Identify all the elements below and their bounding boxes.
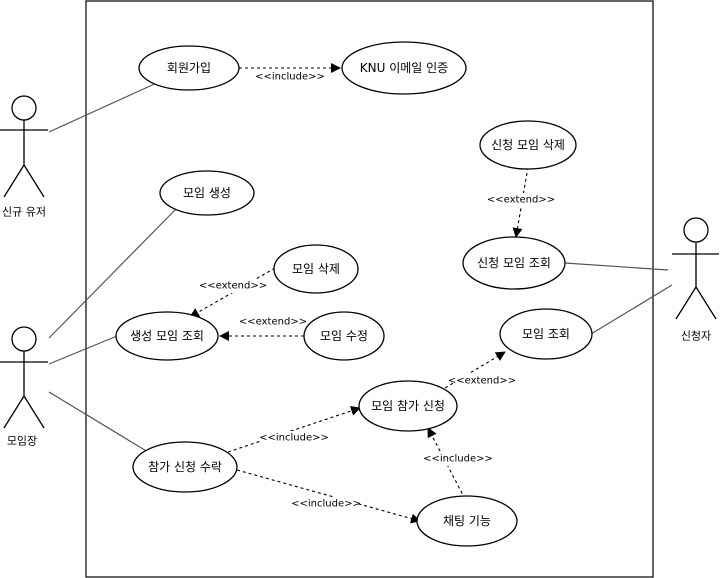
use-case-label-knu-email-auth: KNU 이메일 인증 (360, 61, 448, 75)
use-case-label-view-meetings: 모임 조회 (522, 327, 570, 341)
association-new-user-signup (48, 80, 162, 133)
association-applicant-view-meetings (590, 284, 673, 335)
include-label-chat-apply: <<include>> (423, 454, 493, 465)
actor-organizer: 모임장 (0, 326, 48, 448)
use-case-label-view-created-meetings: 생성 모임 조회 (130, 329, 204, 343)
use-case-label-view-applied-meetings: 신청 모임 조회 (477, 256, 551, 270)
use-case-edit-meeting: 모임 수정 (303, 311, 385, 361)
include-accept-chat (236, 469, 421, 524)
association-organizer-create-meeting (48, 207, 178, 339)
extend-label-edit-meeting: <<extend>> (239, 317, 307, 328)
use-case-label-delete-applied-meeting: 신청 모임 삭제 (491, 138, 565, 152)
extend-label-apply-view: <<extend>> (448, 376, 516, 387)
use-case-apply-meeting: 모임 참가 신청 (358, 380, 458, 432)
actor-head (683, 217, 709, 243)
associations (48, 80, 673, 453)
association-organizer-accept (48, 391, 149, 453)
extend-label-delete-meeting: <<extend>> (199, 281, 267, 292)
use-case-delete-meeting: 모임 삭제 (273, 244, 359, 294)
use-case-chat: 채팅 기능 (416, 495, 518, 547)
actor-label-organizer: 모임장 (7, 435, 37, 448)
include-label-accept-chat: <<include>> (291, 499, 361, 510)
actor-label-applicant: 신청자 (681, 330, 711, 343)
use-case-label-create-meeting: 모임 생성 (183, 186, 231, 200)
actor-head (11, 326, 37, 352)
use-case-create-meeting: 모임 생성 (159, 170, 255, 216)
use-case-delete-applied-meeting: 신청 모임 삭제 (479, 120, 577, 170)
include-label-signup: <<include>> (255, 72, 325, 83)
association-applicant-view-applied (564, 262, 669, 271)
include-accept-apply (227, 406, 361, 453)
use-case-view-created-meetings: 생성 모임 조회 (115, 311, 219, 361)
use-case-label-chat: 채팅 기능 (443, 514, 491, 528)
use-case-view-meetings: 모임 조회 (499, 308, 593, 360)
use-case-label-edit-meeting: 모임 수정 (320, 329, 368, 343)
use-case-signup: 회원가입 (138, 45, 240, 91)
use-case-label-apply-meeting: 모임 참가 신청 (371, 399, 445, 413)
association-organizer-view-created (48, 335, 118, 365)
include-chat-apply (427, 427, 466, 500)
use-case-label-signup: 회원가입 (167, 61, 211, 75)
actor-label-new-user: 신규 유저 (2, 206, 46, 219)
use-case-knu-email-auth: KNU 이메일 인증 (341, 41, 467, 95)
use-case-accept-application: 참가 신청 수락 (132, 441, 238, 493)
use-case-view-applied-meetings: 신청 모임 조회 (462, 236, 566, 290)
extend-apply-view (439, 351, 506, 392)
use-case-label-delete-meeting: 모임 삭제 (292, 262, 340, 276)
use-case-label-accept-application: 참가 신청 수락 (148, 460, 222, 474)
system-boundary (85, 0, 654, 578)
include-label-accept-apply: <<include>> (259, 433, 329, 444)
actor-head (11, 95, 37, 121)
actor-new-user: 신규 유저 (0, 95, 48, 219)
extend-label-delete-applied: <<extend>> (487, 195, 555, 206)
actor-applicant: 신청자 (672, 217, 719, 343)
relation-labels: <<include>> <<extend>> <<extend>> <<exte… (199, 70, 555, 511)
